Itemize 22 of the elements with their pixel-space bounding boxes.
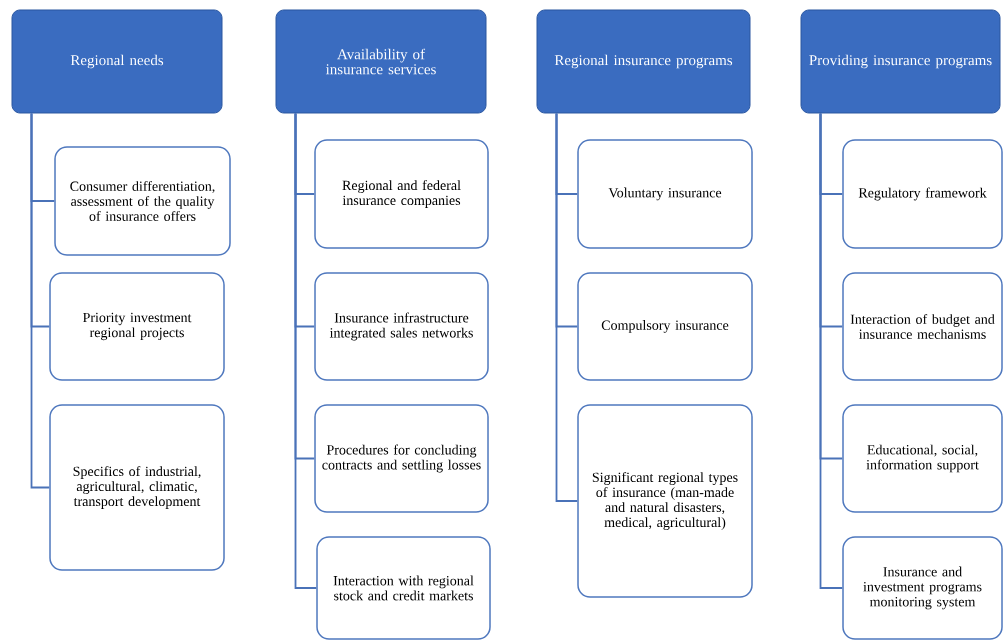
item-box: Voluntary insurance (577, 139, 753, 249)
item-box: Regional and federal insurance companies (314, 139, 489, 249)
connector-line (555, 112, 579, 502)
item-box: Insurance and investment programs monitoring system (842, 536, 1003, 640)
item-box: Insurance infrastructure integrated sales networks (314, 272, 489, 381)
item-box: Consumer differentiation, assessment of the quality of insurance offers (54, 146, 231, 256)
item-box: Priority investment regional projects (49, 272, 225, 381)
header-box: Providing insurance programs (800, 9, 1001, 114)
item-box: Significant regional types of insurance (man-made and natural disasters, medical, agricultural) (577, 404, 753, 598)
item-box: Regulatory framework (842, 139, 1003, 249)
item-box: Interaction with regional stock and credit markets (316, 536, 491, 640)
item-box: Specifics of industrial, agricultural, climatic, transport development (49, 404, 225, 571)
header-box: Regional insurance programs (536, 9, 751, 114)
connector-line (819, 112, 844, 589)
connector-line (294, 112, 318, 589)
item-box: Procedures for concluding contracts and settling losses (314, 404, 489, 513)
header-box: Availability of insurance services (275, 9, 487, 114)
item-box: Interaction of budget and insurance mechanisms (842, 272, 1003, 381)
item-box: Compulsory insurance (577, 272, 753, 381)
item-box: Educational, social, information support (842, 404, 1003, 513)
connector-line (30, 112, 51, 489)
header-box: Regional needs (11, 9, 223, 114)
